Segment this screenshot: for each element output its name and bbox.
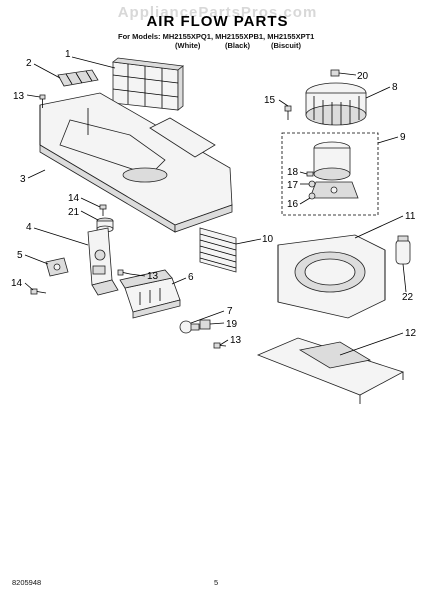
part-3-air-duct (39, 92, 233, 233)
watermark: AppliancePartsPros.com (117, 4, 318, 21)
callout-14-b: 14 (11, 278, 23, 289)
callout-20: 20 (357, 71, 369, 82)
part-13-screw-c (213, 342, 227, 349)
page-title: AIR FLOW PARTS (146, 13, 289, 30)
callout-1: 1 (65, 49, 71, 60)
callout-10: 10 (262, 234, 274, 245)
callout-13-b: 13 (147, 271, 159, 282)
callout-6: 6 (188, 272, 194, 283)
callout-4: 4 (26, 222, 32, 233)
callout-17: 17 (287, 180, 299, 191)
models-line: For Models: MH2155XPQ1, MH2155XPB1, MH21… (118, 32, 315, 41)
part-5-switch (45, 257, 69, 277)
callout-12: 12 (405, 328, 417, 339)
part-22-capacitor (395, 235, 411, 265)
part-14-screw-a (99, 204, 107, 216)
part-17-washer (308, 180, 316, 188)
callout-15: 15 (264, 95, 276, 106)
callout-18: 18 (287, 167, 299, 178)
part-4-bracket (87, 227, 119, 296)
part-16-screw (308, 192, 316, 200)
callout-19: 19 (226, 319, 238, 330)
part-18-clip (306, 171, 314, 177)
callout-14-a: 14 (68, 193, 80, 204)
part-1-vent-grille (112, 57, 184, 111)
callout-labels: 1 2 13 3 14 21 4 5 14 13 6 7 19 13 10 15… (11, 49, 417, 346)
part-8-blower-wheel (305, 82, 367, 126)
part-11-scroll-housing (277, 234, 386, 319)
part-2-grille-piece (57, 69, 99, 87)
variant-biscuit: (Biscuit) (271, 41, 301, 50)
callout-9: 9 (400, 132, 406, 143)
part-7-bulb (179, 320, 200, 334)
doc-number: 8205948 (12, 578, 42, 587)
part-14-screw-b (30, 288, 47, 295)
callout-13-c: 13 (230, 335, 242, 346)
part-19-socket (199, 319, 211, 330)
page-number: 5 (214, 578, 219, 587)
callout-2: 2 (26, 58, 32, 69)
part-10-filter (199, 227, 237, 273)
callout-22: 22 (402, 292, 414, 303)
variant-black: (Black) (225, 41, 251, 50)
part-20-nut (330, 69, 340, 77)
part-15-screw (284, 105, 292, 120)
callout-13-a: 13 (13, 91, 25, 102)
part-6-lamp-housing (119, 269, 181, 319)
variant-white: (White) (175, 41, 201, 50)
callout-7: 7 (227, 306, 233, 317)
callout-21: 21 (68, 207, 80, 218)
callout-8: 8 (392, 82, 398, 93)
callout-16: 16 (287, 199, 299, 210)
part-13-screw-b (117, 269, 131, 276)
part-9-motor-assembly (281, 132, 379, 216)
leader-lines (24, 56, 407, 356)
part-12-damper-plate (256, 337, 405, 404)
callout-3: 3 (20, 174, 26, 185)
callout-11: 11 (405, 211, 416, 222)
callout-5: 5 (17, 250, 23, 261)
